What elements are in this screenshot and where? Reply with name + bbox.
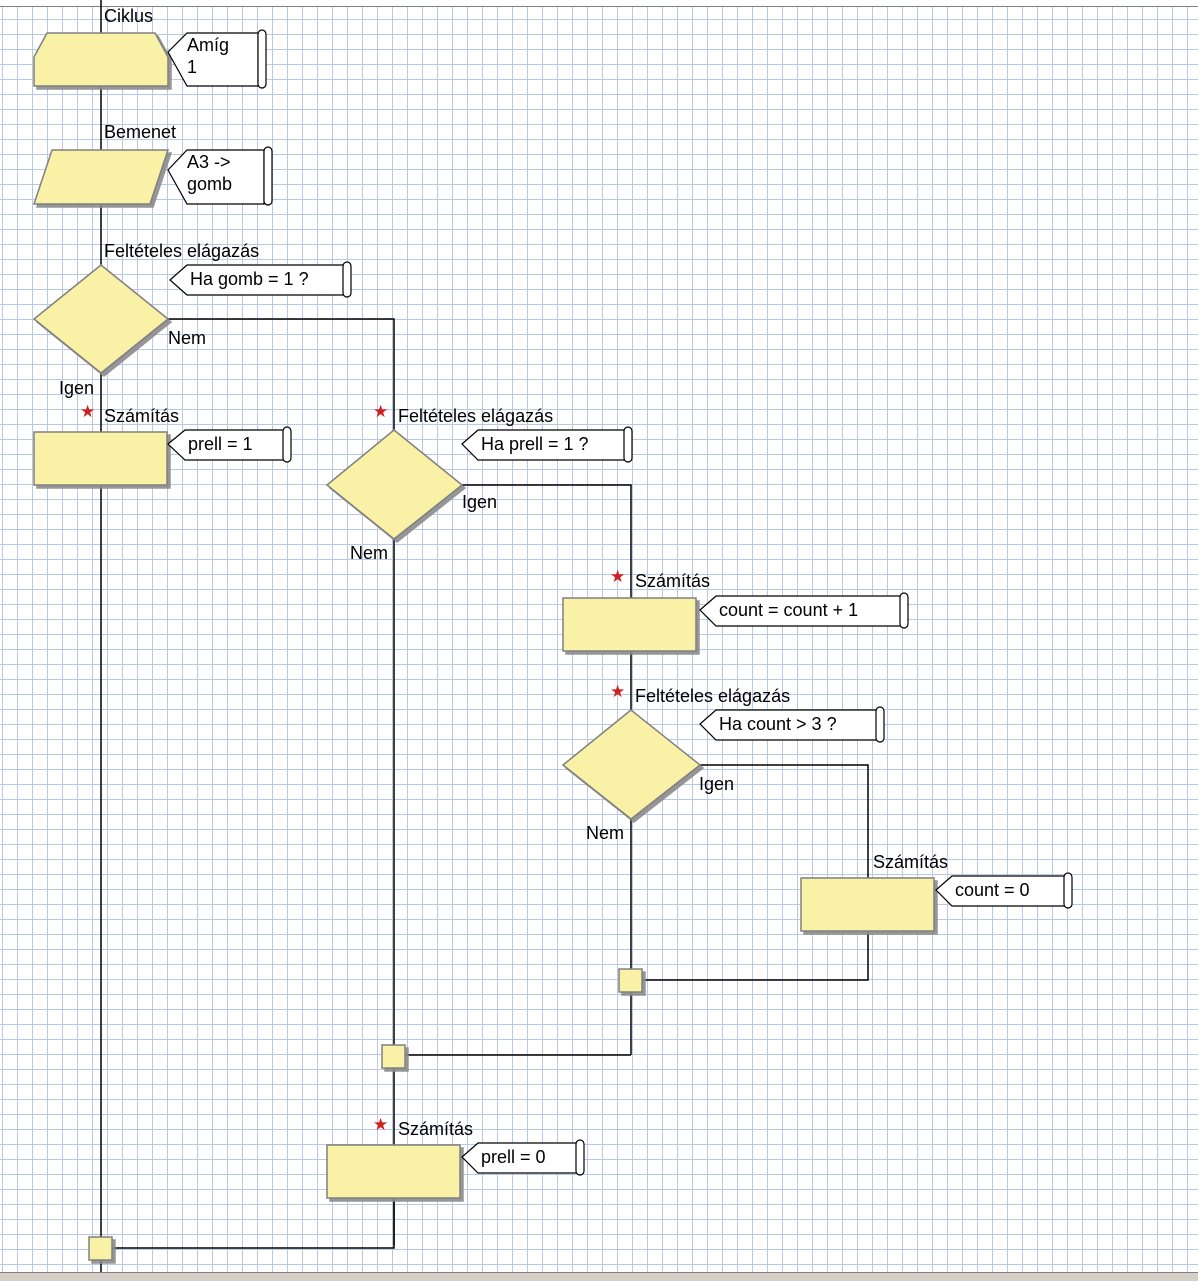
calc3-note-scroll — [1063, 872, 1073, 909]
star-icon: ★ — [373, 1115, 389, 1134]
decision-count[interactable] — [561, 709, 702, 820]
window-bottom-border — [0, 1272, 1198, 1281]
cond2-no-label: Nem — [350, 543, 389, 563]
calc1-note-scroll — [282, 426, 292, 463]
loop-block[interactable] — [33, 32, 169, 87]
calc2-note-scroll — [899, 592, 909, 629]
cond3-note-text: Ha count > 3 ? — [719, 714, 837, 734]
star-icon: ★ — [373, 402, 389, 421]
cond1-yes-label: Igen — [59, 378, 95, 398]
loop-note-text: Amíg 1 — [187, 35, 230, 77]
star-icon: ★ — [80, 402, 96, 421]
input-label: Bemenet — [104, 122, 177, 142]
calc4-note-text: prell = 0 — [481, 1147, 546, 1167]
merge-junction-cond3[interactable] — [618, 968, 643, 993]
calc4-note-scroll — [575, 1139, 585, 1176]
calc-prell-0-block[interactable] — [326, 1144, 461, 1199]
star-icon: ★ — [610, 682, 626, 701]
input-note-scroll — [263, 146, 273, 206]
merge-junction-cond2[interactable] — [381, 1044, 406, 1069]
calc2-note-text: count = count + 1 — [719, 600, 859, 620]
decision-gomb[interactable] — [32, 264, 170, 374]
cond3-no-label: Nem — [586, 823, 625, 843]
loop-label: Ciklus — [104, 6, 154, 26]
star-icon: ★ — [610, 567, 626, 586]
calc3-label: Számítás — [873, 852, 949, 872]
cond1-no-label: Nem — [168, 328, 207, 348]
calc1-label: Számítás — [104, 406, 180, 426]
cond1-note-scroll — [342, 261, 352, 298]
cond2-label: Feltételes elágazás — [398, 406, 554, 426]
decision-prell[interactable] — [325, 429, 464, 540]
merge-junction-cond1[interactable] — [88, 1236, 113, 1261]
cond2-note-text: Ha prell = 1 ? — [481, 434, 589, 454]
cond2-note-scroll — [623, 426, 633, 463]
calc-count-inc-block[interactable] — [562, 597, 697, 652]
cond3-label: Feltételes elágazás — [635, 686, 791, 706]
window-top-border — [0, 0, 1198, 7]
cond1-label: Feltételes elágazás — [104, 241, 260, 261]
calc-prell-1-block[interactable] — [33, 431, 168, 486]
calc3-note-text: count = 0 — [955, 880, 1030, 900]
calc4-label: Számítás — [398, 1119, 474, 1139]
input-block[interactable] — [32, 149, 170, 205]
calc1-note-text: prell = 1 — [188, 434, 253, 454]
connector-lines — [100, 0, 869, 1272]
calc2-label: Számítás — [635, 571, 711, 591]
cond3-yes-label: Igen — [699, 774, 735, 794]
cond2-yes-label: Igen — [462, 492, 498, 512]
input-note-text: A3 -> gomb — [187, 152, 233, 194]
cond3-note-scroll — [875, 706, 885, 743]
loop-note-scroll — [257, 29, 267, 89]
calc-count-reset-block[interactable] — [800, 877, 935, 932]
cond1-note-text: Ha gomb = 1 ? — [190, 269, 309, 289]
